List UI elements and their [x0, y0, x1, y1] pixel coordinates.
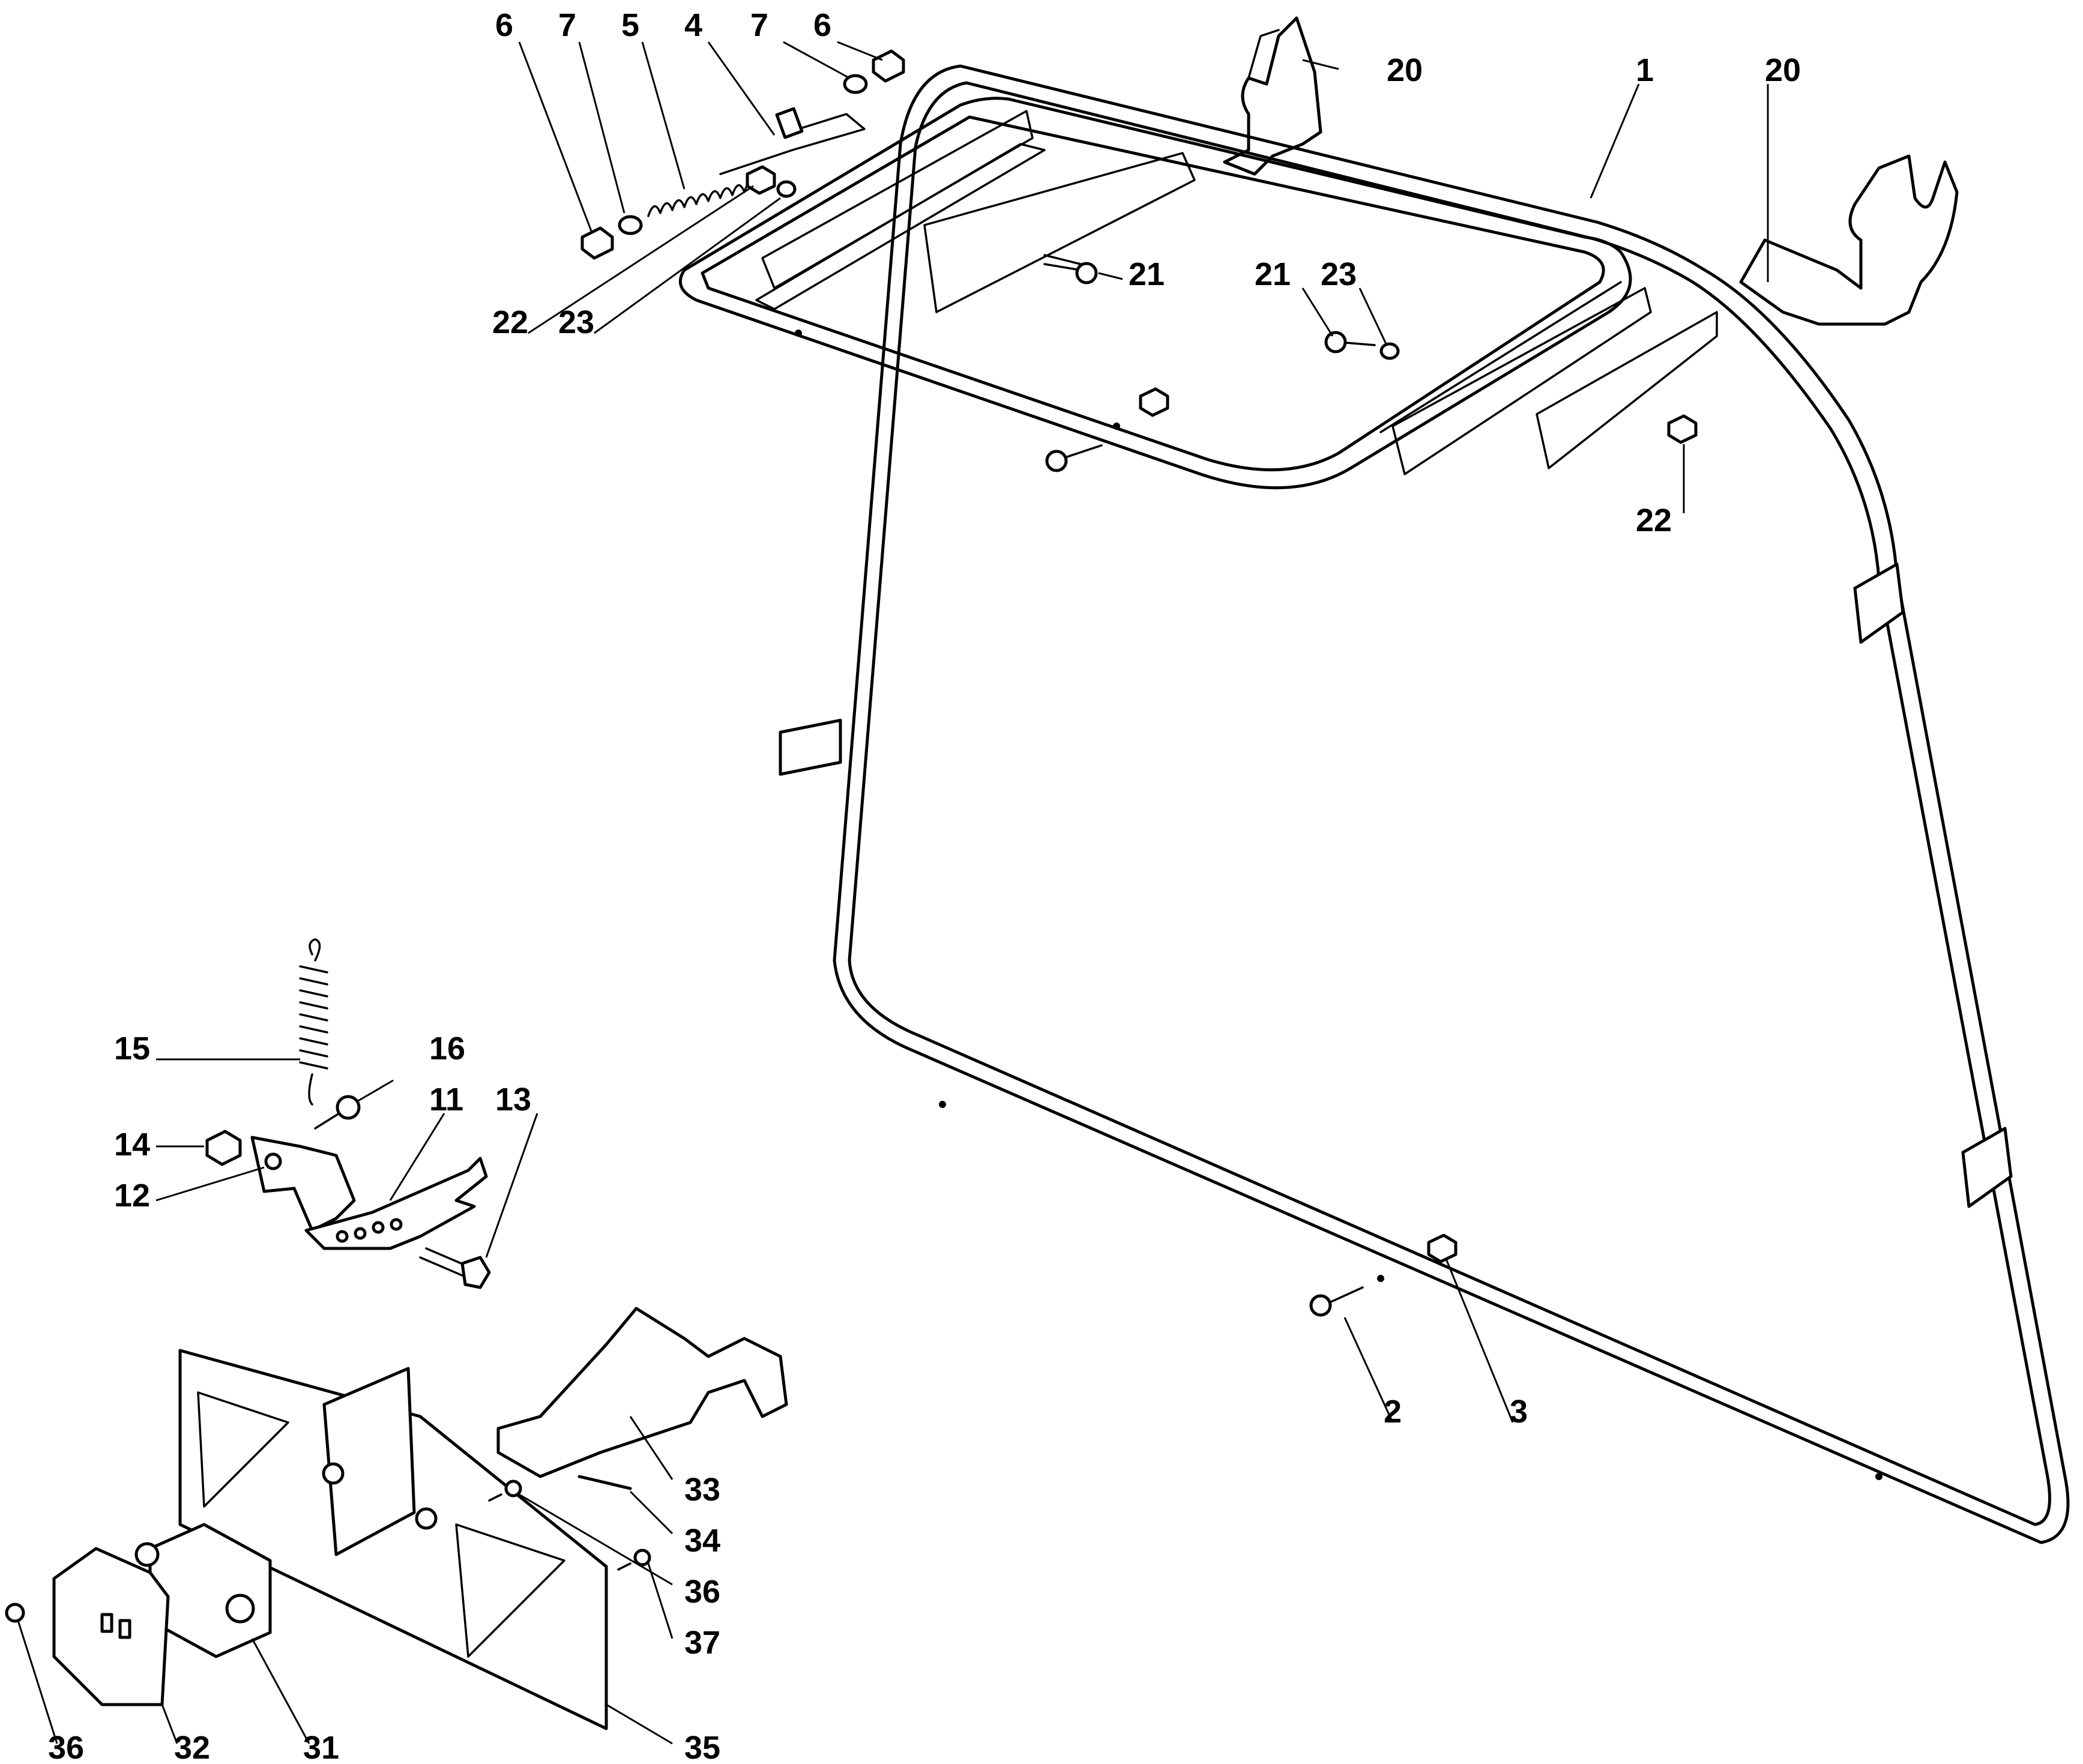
fasteners-frame [1045, 387, 1698, 1317]
callout-23-left: 23 [558, 304, 594, 340]
spring-15 [299, 938, 328, 1106]
callout-21-right: 21 [1255, 256, 1291, 292]
callout-23-right: 23 [1321, 256, 1357, 292]
screw-16 [314, 1095, 361, 1130]
screws-36-37 [5, 1480, 651, 1623]
callout-11: 11 [429, 1082, 463, 1118]
callout-36-right: 36 [684, 1574, 720, 1610]
callout-14: 14 [114, 1127, 150, 1163]
nut-14 [205, 1130, 242, 1166]
hook-bracket-right [1739, 154, 1959, 326]
callout-35: 35 [684, 1730, 720, 1764]
callout-31: 31 [303, 1730, 339, 1764]
callout-21-left: 21 [1129, 256, 1165, 292]
callout-labels: 6 7 5 4 7 6 20 1 20 21 21 23 22 23 22 2 … [48, 7, 1801, 1764]
hook-bracket-top [1223, 16, 1322, 176]
callout-32: 32 [174, 1730, 210, 1764]
bolt-21-right [1324, 331, 1400, 360]
bolt-21-left [1043, 254, 1098, 284]
rod-assembly [580, 49, 905, 260]
callout-20-top: 20 [1387, 52, 1423, 88]
main-tube-frame [678, 64, 2070, 1544]
callout-1: 1 [1636, 52, 1654, 88]
callout-12: 12 [114, 1178, 150, 1214]
mounting-plate-35 [178, 1349, 608, 1730]
bracket-33 [496, 1307, 788, 1478]
callout-16: 16 [429, 1031, 465, 1067]
callout-20-right: 20 [1765, 52, 1801, 88]
plate-12 [250, 1136, 356, 1232]
callout-15: 15 [114, 1031, 150, 1067]
callout-37: 37 [684, 1625, 720, 1661]
callout-6-right: 6 [813, 7, 831, 43]
leader-lines [17, 41, 1769, 1745]
callout-7-right: 7 [750, 7, 768, 43]
callout-4: 4 [684, 7, 702, 43]
callout-34: 34 [684, 1523, 720, 1559]
callout-2: 2 [1384, 1394, 1402, 1430]
lever-11 [304, 1157, 488, 1250]
callout-22-right: 22 [1636, 502, 1672, 538]
callout-3: 3 [1510, 1394, 1528, 1430]
callout-33: 33 [684, 1472, 720, 1508]
callout-13: 13 [495, 1082, 531, 1118]
callout-36-left: 36 [48, 1730, 84, 1764]
callout-22-left: 22 [492, 304, 528, 340]
pin-34 [577, 1475, 632, 1490]
bolt-13 [419, 1247, 491, 1289]
callout-5: 5 [621, 7, 639, 43]
callout-7-left: 7 [558, 7, 576, 43]
callout-6-left: 6 [495, 7, 513, 43]
cover-32 [52, 1547, 170, 1706]
